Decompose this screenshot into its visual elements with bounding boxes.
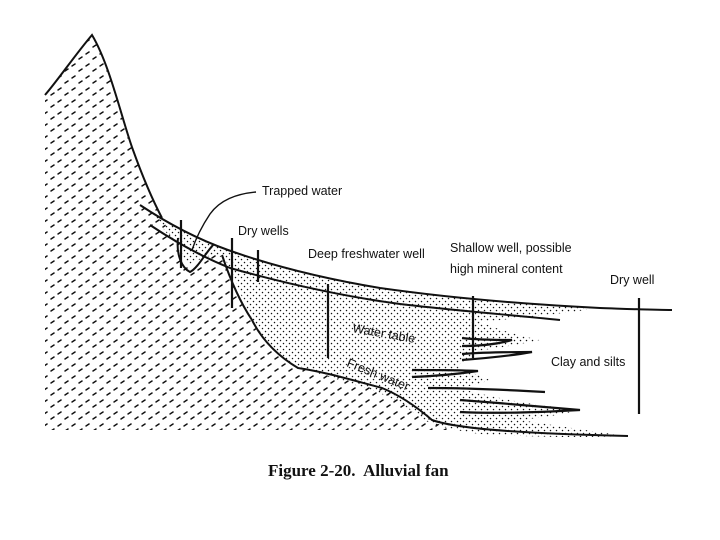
label-dry-well: Dry well xyxy=(610,273,654,287)
label-clay-and-silts: Clay and silts xyxy=(551,355,625,369)
label-shallow-well-line2: high mineral content xyxy=(450,262,563,276)
label-deep-freshwater-well: Deep freshwater well xyxy=(308,247,425,261)
label-dry-wells: Dry wells xyxy=(238,224,289,238)
label-shallow-well-line1: Shallow well, possible xyxy=(450,241,572,255)
label-trapped-water: Trapped water xyxy=(262,184,342,198)
figure-caption: Figure 2-20. Alluvial fan xyxy=(268,461,449,480)
